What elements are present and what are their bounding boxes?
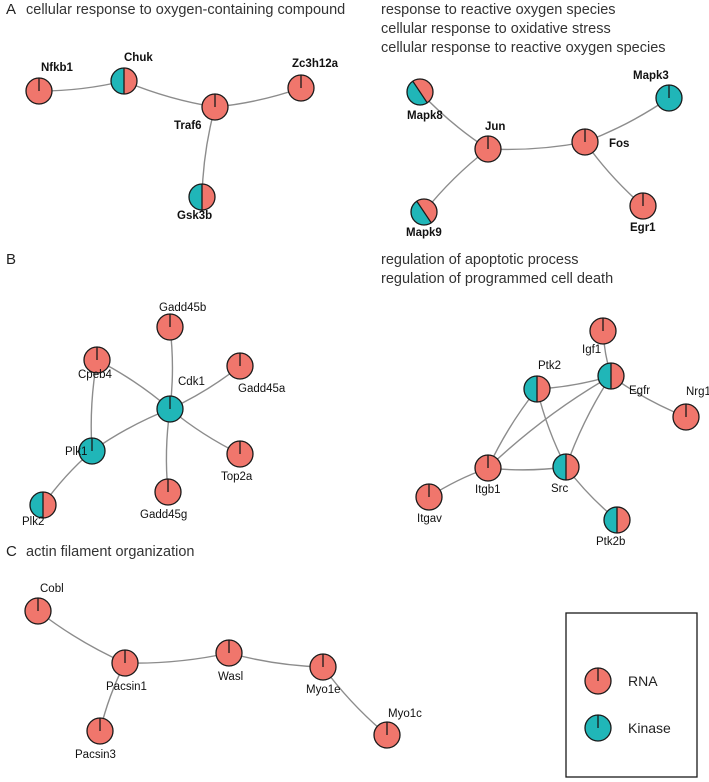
panel-title-3-0: actin filament organization bbox=[26, 544, 194, 560]
node-gadd45a bbox=[226, 352, 254, 380]
node-label-gadd45a: Gadd45a bbox=[238, 383, 286, 395]
node-mapk9 bbox=[410, 198, 438, 226]
edge-myo1e-myo1c bbox=[322, 666, 388, 736]
node-top2a bbox=[226, 440, 254, 468]
node-egr1 bbox=[629, 192, 657, 220]
node-label-gadd45b: Gadd45b bbox=[159, 302, 206, 314]
legend-swatch-rna bbox=[584, 667, 612, 695]
node-ptk2b bbox=[603, 506, 631, 534]
node-itgav bbox=[415, 483, 443, 511]
node-gadd45g bbox=[154, 478, 182, 506]
node-plk1 bbox=[78, 437, 106, 465]
panel-title-1-0: response to reactive oxygen species bbox=[381, 2, 616, 18]
node-nfkb1 bbox=[25, 77, 53, 105]
node-label-jun: Jun bbox=[485, 121, 505, 133]
node-ptk2 bbox=[523, 375, 551, 403]
node-label-mapk9: Mapk9 bbox=[406, 227, 442, 239]
node-egfr bbox=[597, 362, 625, 390]
node-label-ptk2: Ptk2 bbox=[538, 360, 561, 372]
legend-swatch-kinase bbox=[584, 714, 612, 742]
edge-ptk2-itgb1 bbox=[487, 388, 538, 469]
panel-title-2-1: regulation of programmed cell death bbox=[381, 271, 613, 287]
node-src bbox=[552, 453, 580, 481]
node-myo1c bbox=[373, 721, 401, 749]
node-chuk bbox=[110, 67, 138, 95]
node-label-plk2: Plk2 bbox=[22, 516, 44, 528]
node-nrg1 bbox=[672, 403, 700, 431]
node-gadd45b bbox=[156, 313, 184, 341]
node-label-ptk2b: Ptk2b bbox=[596, 536, 625, 548]
edge-cobl-pacsin1 bbox=[37, 610, 126, 664]
node-label-igf1: Igf1 bbox=[582, 344, 601, 356]
node-label-chuk: Chuk bbox=[124, 52, 153, 64]
node-label-gsk3b: Gsk3b bbox=[177, 210, 212, 222]
node-label-pacsin3: Pacsin3 bbox=[75, 749, 116, 761]
node-cdk1 bbox=[156, 395, 184, 423]
node-label-cobl: Cobl bbox=[40, 583, 64, 595]
node-pacsin3 bbox=[86, 717, 114, 745]
panel-letter-b: B bbox=[6, 251, 16, 268]
node-plk2 bbox=[29, 491, 57, 519]
node-igf1 bbox=[589, 317, 617, 345]
node-zc3h12a bbox=[287, 74, 315, 102]
node-mapk3 bbox=[655, 84, 683, 112]
legend-label-kinase: Kinase bbox=[628, 720, 671, 736]
node-label-myo1e: Myo1e bbox=[306, 684, 341, 696]
edge-jun-fos bbox=[487, 141, 586, 151]
panel-letter-a: A bbox=[6, 1, 16, 18]
node-gsk3b bbox=[188, 183, 216, 211]
node-label-plk1: Plk1 bbox=[65, 446, 87, 458]
node-cobl bbox=[24, 597, 52, 625]
node-label-itgb1: Itgb1 bbox=[475, 484, 501, 496]
panel-title-1-1: cellular response to oxidative stress bbox=[381, 21, 611, 37]
node-myo1e bbox=[309, 653, 337, 681]
node-label-itgav: Itgav bbox=[417, 513, 442, 525]
node-label-nrg1: Nrg1 bbox=[686, 386, 709, 398]
node-label-gadd45g: Gadd45g bbox=[140, 509, 187, 521]
legend-label-rna: RNA bbox=[628, 673, 658, 689]
node-label-cpeb4: Cpeb4 bbox=[78, 369, 112, 381]
panel-title-2-0: regulation of apoptotic process bbox=[381, 252, 579, 268]
legend: RNA Kinase bbox=[565, 612, 698, 778]
node-label-top2a: Top2a bbox=[221, 471, 253, 483]
node-label-pacsin1: Pacsin1 bbox=[106, 681, 147, 693]
edge-chuk-traf6 bbox=[123, 80, 216, 108]
node-mapk8 bbox=[406, 78, 434, 106]
node-label-zc3h12a: Zc3h12a bbox=[292, 58, 339, 70]
node-labels: Nfkb1ChukTraf6Zc3h12aGsk3bMapk8JunFosMap… bbox=[22, 52, 709, 761]
node-label-fos: Fos bbox=[609, 138, 629, 150]
edge-fos-mapk3 bbox=[584, 97, 670, 143]
node-itgb1 bbox=[474, 454, 502, 482]
panel-title-0-0: cellular response to oxygen-containing c… bbox=[26, 2, 345, 18]
edge-pacsin1-wasl bbox=[124, 652, 230, 664]
node-jun bbox=[474, 135, 502, 163]
node-label-src: Src bbox=[551, 483, 569, 495]
node-label-mapk8: Mapk8 bbox=[407, 110, 443, 122]
edge-egfr-itgb1 bbox=[487, 375, 612, 469]
panel-letter-c: C bbox=[6, 543, 17, 560]
node-label-traf6: Traf6 bbox=[174, 120, 202, 132]
node-label-cdk1: Cdk1 bbox=[178, 376, 205, 388]
node-wasl bbox=[215, 639, 243, 667]
node-label-nfkb1: Nfkb1 bbox=[41, 62, 74, 74]
edge-wasl-myo1e bbox=[228, 652, 324, 668]
panel-title-1-2: cellular response to reactive oxygen spe… bbox=[381, 40, 666, 56]
node-label-egr1: Egr1 bbox=[630, 222, 656, 234]
node-label-egfr: Egfr bbox=[629, 385, 650, 397]
node-fos bbox=[571, 128, 599, 156]
node-label-mapk3: Mapk3 bbox=[633, 70, 669, 82]
node-pacsin1 bbox=[111, 649, 139, 677]
node-traf6 bbox=[201, 93, 229, 121]
legend-box bbox=[565, 612, 698, 778]
network-nodes bbox=[24, 67, 700, 749]
node-label-myo1c: Myo1c bbox=[388, 708, 422, 720]
node-cpeb4 bbox=[83, 346, 111, 374]
node-label-wasl: Wasl bbox=[218, 671, 243, 683]
